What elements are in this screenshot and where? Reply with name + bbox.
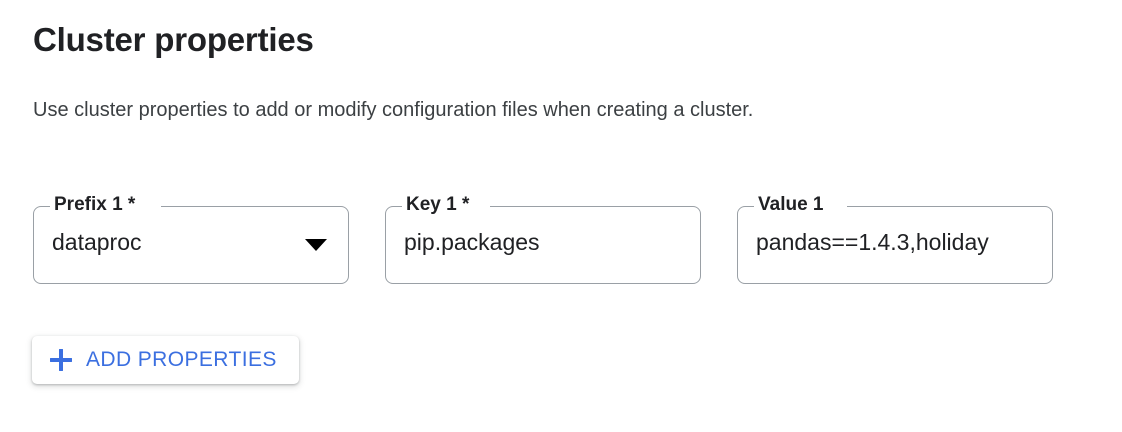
value-field-value[interactable]: pandas==1.4.3,holiday — [756, 229, 989, 255]
value-field-label: Value 1 — [758, 194, 824, 215]
property-row: Prefix 1 * dataproc Key 1 * pip.packages… — [33, 194, 1053, 284]
plus-icon — [50, 349, 72, 371]
prefix-field[interactable]: Prefix 1 * dataproc — [33, 194, 349, 284]
key-field-label: Key 1 * — [406, 194, 470, 215]
add-properties-button-label: ADD PROPERTIES — [86, 348, 277, 371]
section-description: Use cluster properties to add or modify … — [33, 99, 754, 121]
value-field[interactable]: Value 1 pandas==1.4.3,holiday — [737, 194, 1053, 284]
add-properties-button[interactable]: ADD PROPERTIES — [32, 336, 299, 384]
chevron-down-icon[interactable] — [305, 239, 327, 251]
prefix-field-value[interactable]: dataproc — [52, 229, 142, 255]
prefix-field-label: Prefix 1 * — [54, 194, 136, 215]
key-field[interactable]: Key 1 * pip.packages — [385, 194, 701, 284]
key-field-value[interactable]: pip.packages — [404, 229, 540, 255]
page-title: Cluster properties — [33, 21, 314, 58]
